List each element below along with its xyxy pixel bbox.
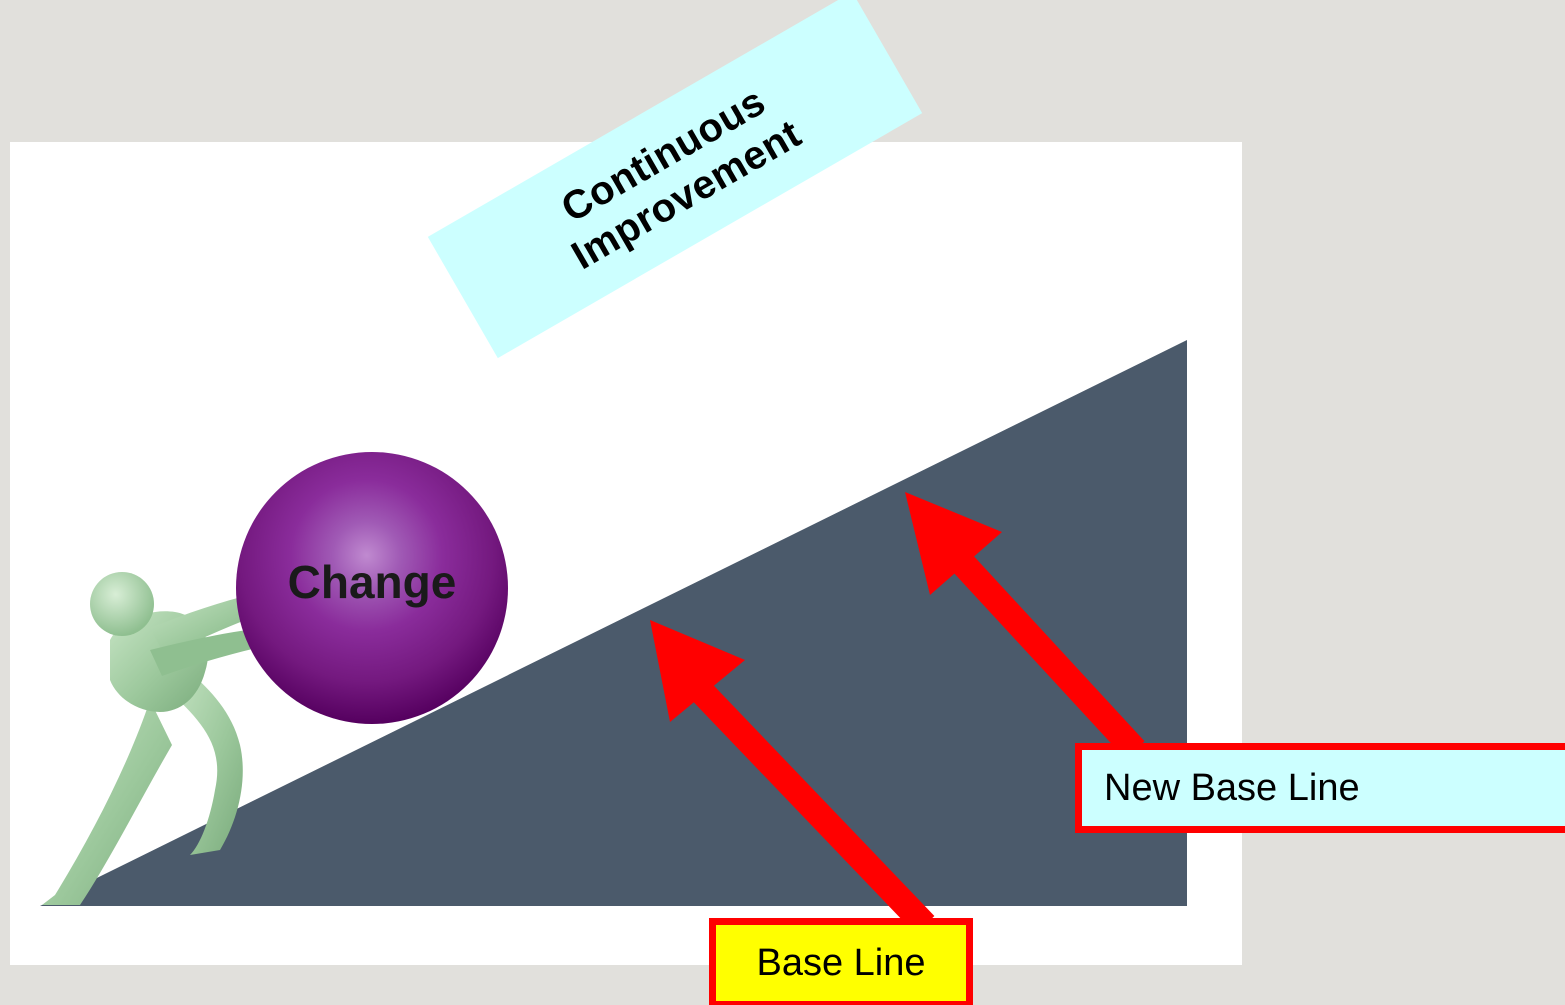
base-line-callout: Base Line (709, 918, 973, 1005)
ball-label-text: Change (287, 556, 457, 608)
new-base-line-label: New Base Line (1104, 766, 1360, 809)
change-ball-icon (236, 452, 508, 724)
new-base-line-arrow-icon (905, 492, 1145, 759)
new-base-line-callout: New Base Line (1075, 743, 1565, 833)
base-line-arrow-icon (650, 620, 935, 934)
pushing-figure-icon (42, 572, 268, 905)
change-ball-label: Change (236, 555, 508, 609)
base-line-label: Base Line (756, 941, 926, 984)
slope-ramp (40, 340, 1187, 906)
